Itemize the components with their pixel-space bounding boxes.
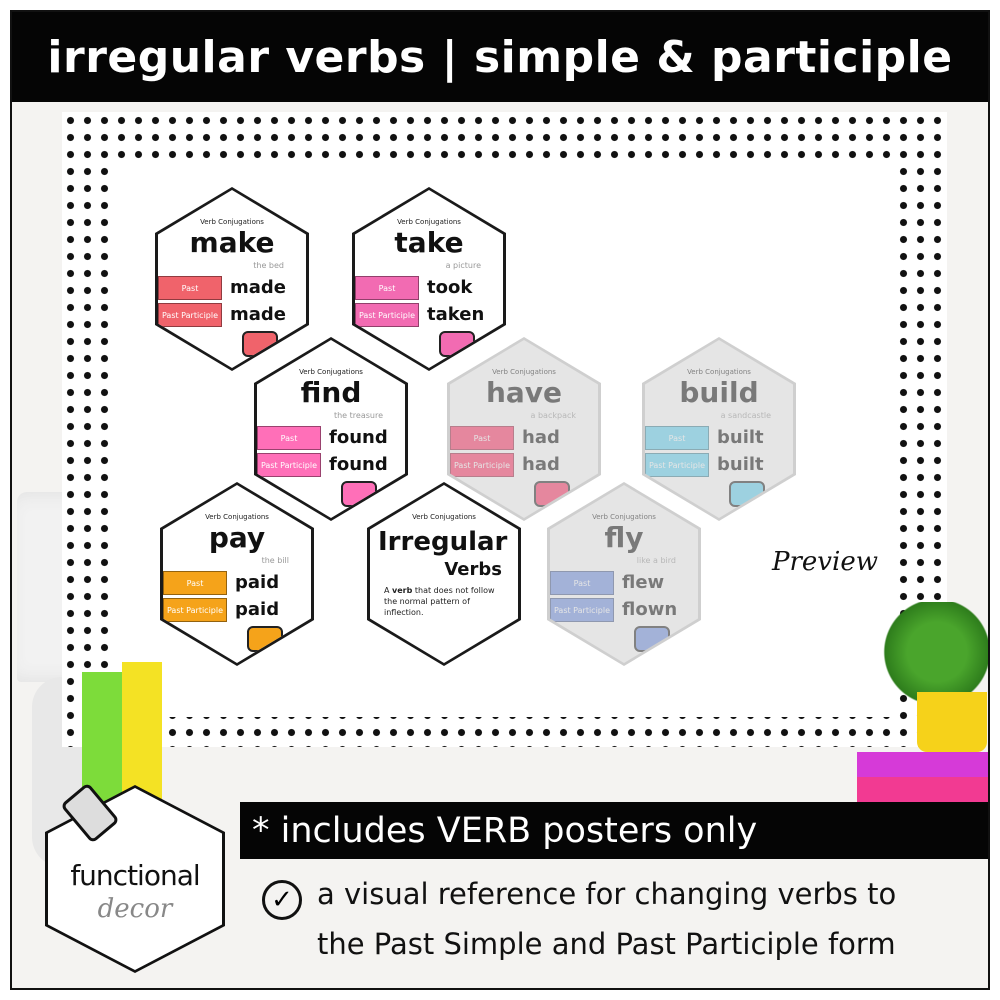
series-label: Verb Conjugations <box>200 218 264 226</box>
definition-bold: verb <box>392 586 413 595</box>
series-label: Verb Conjugations <box>205 513 269 521</box>
verb-example: a sandcastle <box>720 411 771 420</box>
past-form: found <box>329 427 388 448</box>
irregular-definition: A verb that does not follow the normal p… <box>384 585 510 618</box>
stacked-books <box>857 752 988 807</box>
series-label: Verb Conjugations <box>299 368 363 376</box>
past-form: made <box>230 277 286 298</box>
page-title: irregular verbs | simple & participle <box>12 12 988 102</box>
logo-text-functional: functional <box>70 859 200 892</box>
verb-title: pay <box>208 521 266 554</box>
plant <box>882 602 988 702</box>
note-banner: * includes VERB posters only <box>240 802 988 859</box>
verb-example: like a bird <box>636 556 676 565</box>
past-form: paid <box>235 572 280 593</box>
participle-form: found <box>329 454 388 475</box>
series-label: Verb Conjugations <box>412 513 476 521</box>
past-label: Past <box>158 276 222 300</box>
verb-title: have <box>485 376 563 409</box>
description-line-1: a visual reference for changing verbs to <box>317 877 897 911</box>
description-line-2: the Past Simple and Past Participle form <box>317 927 896 961</box>
checkmark-circle-icon: ✓ <box>262 880 302 920</box>
plant-pot <box>917 692 987 752</box>
verb-title: take <box>394 226 464 259</box>
series-label: Verb Conjugations <box>397 218 461 226</box>
series-label: Verb Conjugations <box>492 368 556 376</box>
past-form: flew <box>622 572 665 593</box>
definition-prefix: A <box>384 586 390 595</box>
past-label: Past <box>163 571 227 595</box>
poster-pay: Verb Conjugations pay the bill Past Past… <box>160 482 314 666</box>
poster-have: Verb Conjugations have a backpack Past P… <box>447 337 601 521</box>
participle-form: built <box>717 454 764 475</box>
participle-form: taken <box>427 304 485 325</box>
irregular-subtitle: Verbs <box>444 559 502 580</box>
verb-example: the treasure <box>333 411 383 420</box>
participle-label: Past Participle <box>163 598 227 622</box>
irregular-title: Irregular <box>378 527 508 557</box>
past-label: Past <box>355 276 419 300</box>
participle-label: Past Participle <box>550 598 614 622</box>
past-form: built <box>717 427 764 448</box>
verb-title: find <box>300 376 362 409</box>
participle-label: Past Participle <box>158 303 222 327</box>
participle-form: made <box>230 304 286 325</box>
logo-text-decor: decor <box>97 894 173 924</box>
verb-example: the bill <box>261 556 289 565</box>
verb-title: make <box>189 226 275 259</box>
participle-form: had <box>522 454 560 475</box>
definition-text: that does not follow the normal pattern … <box>384 586 495 617</box>
past-label: Past <box>550 571 614 595</box>
participle-label: Past Participle <box>257 453 321 477</box>
verb-title: fly <box>604 521 644 554</box>
yellow-book <box>122 662 162 812</box>
verb-example: the bed <box>253 261 284 270</box>
series-label: Verb Conjugations <box>592 513 656 521</box>
past-form: took <box>427 277 473 298</box>
past-label: Past <box>645 426 709 450</box>
past-form: had <box>522 427 560 448</box>
series-label: Verb Conjugations <box>687 368 751 376</box>
participle-label: Past Participle <box>355 303 419 327</box>
verb-example: a backpack <box>530 411 576 420</box>
verb-example: a picture <box>445 261 481 270</box>
participle-label: Past Participle <box>645 453 709 477</box>
participle-form: paid <box>235 599 280 620</box>
poster-build: Verb Conjugations build a sandcastle Pas… <box>642 337 796 521</box>
participle-label: Past Participle <box>450 453 514 477</box>
poster-fly: Verb Conjugations fly like a bird Past P… <box>547 482 701 666</box>
product-image: irregular verbs | simple & participle Ve… <box>10 10 990 990</box>
preview-watermark: Preview <box>772 547 878 577</box>
irregular-verbs-poster: Verb Conjugations Irregular Verbs A verb… <box>367 482 521 666</box>
participle-form: flown <box>622 599 678 620</box>
past-label: Past <box>450 426 514 450</box>
past-label: Past <box>257 426 321 450</box>
verb-title: build <box>679 376 759 409</box>
